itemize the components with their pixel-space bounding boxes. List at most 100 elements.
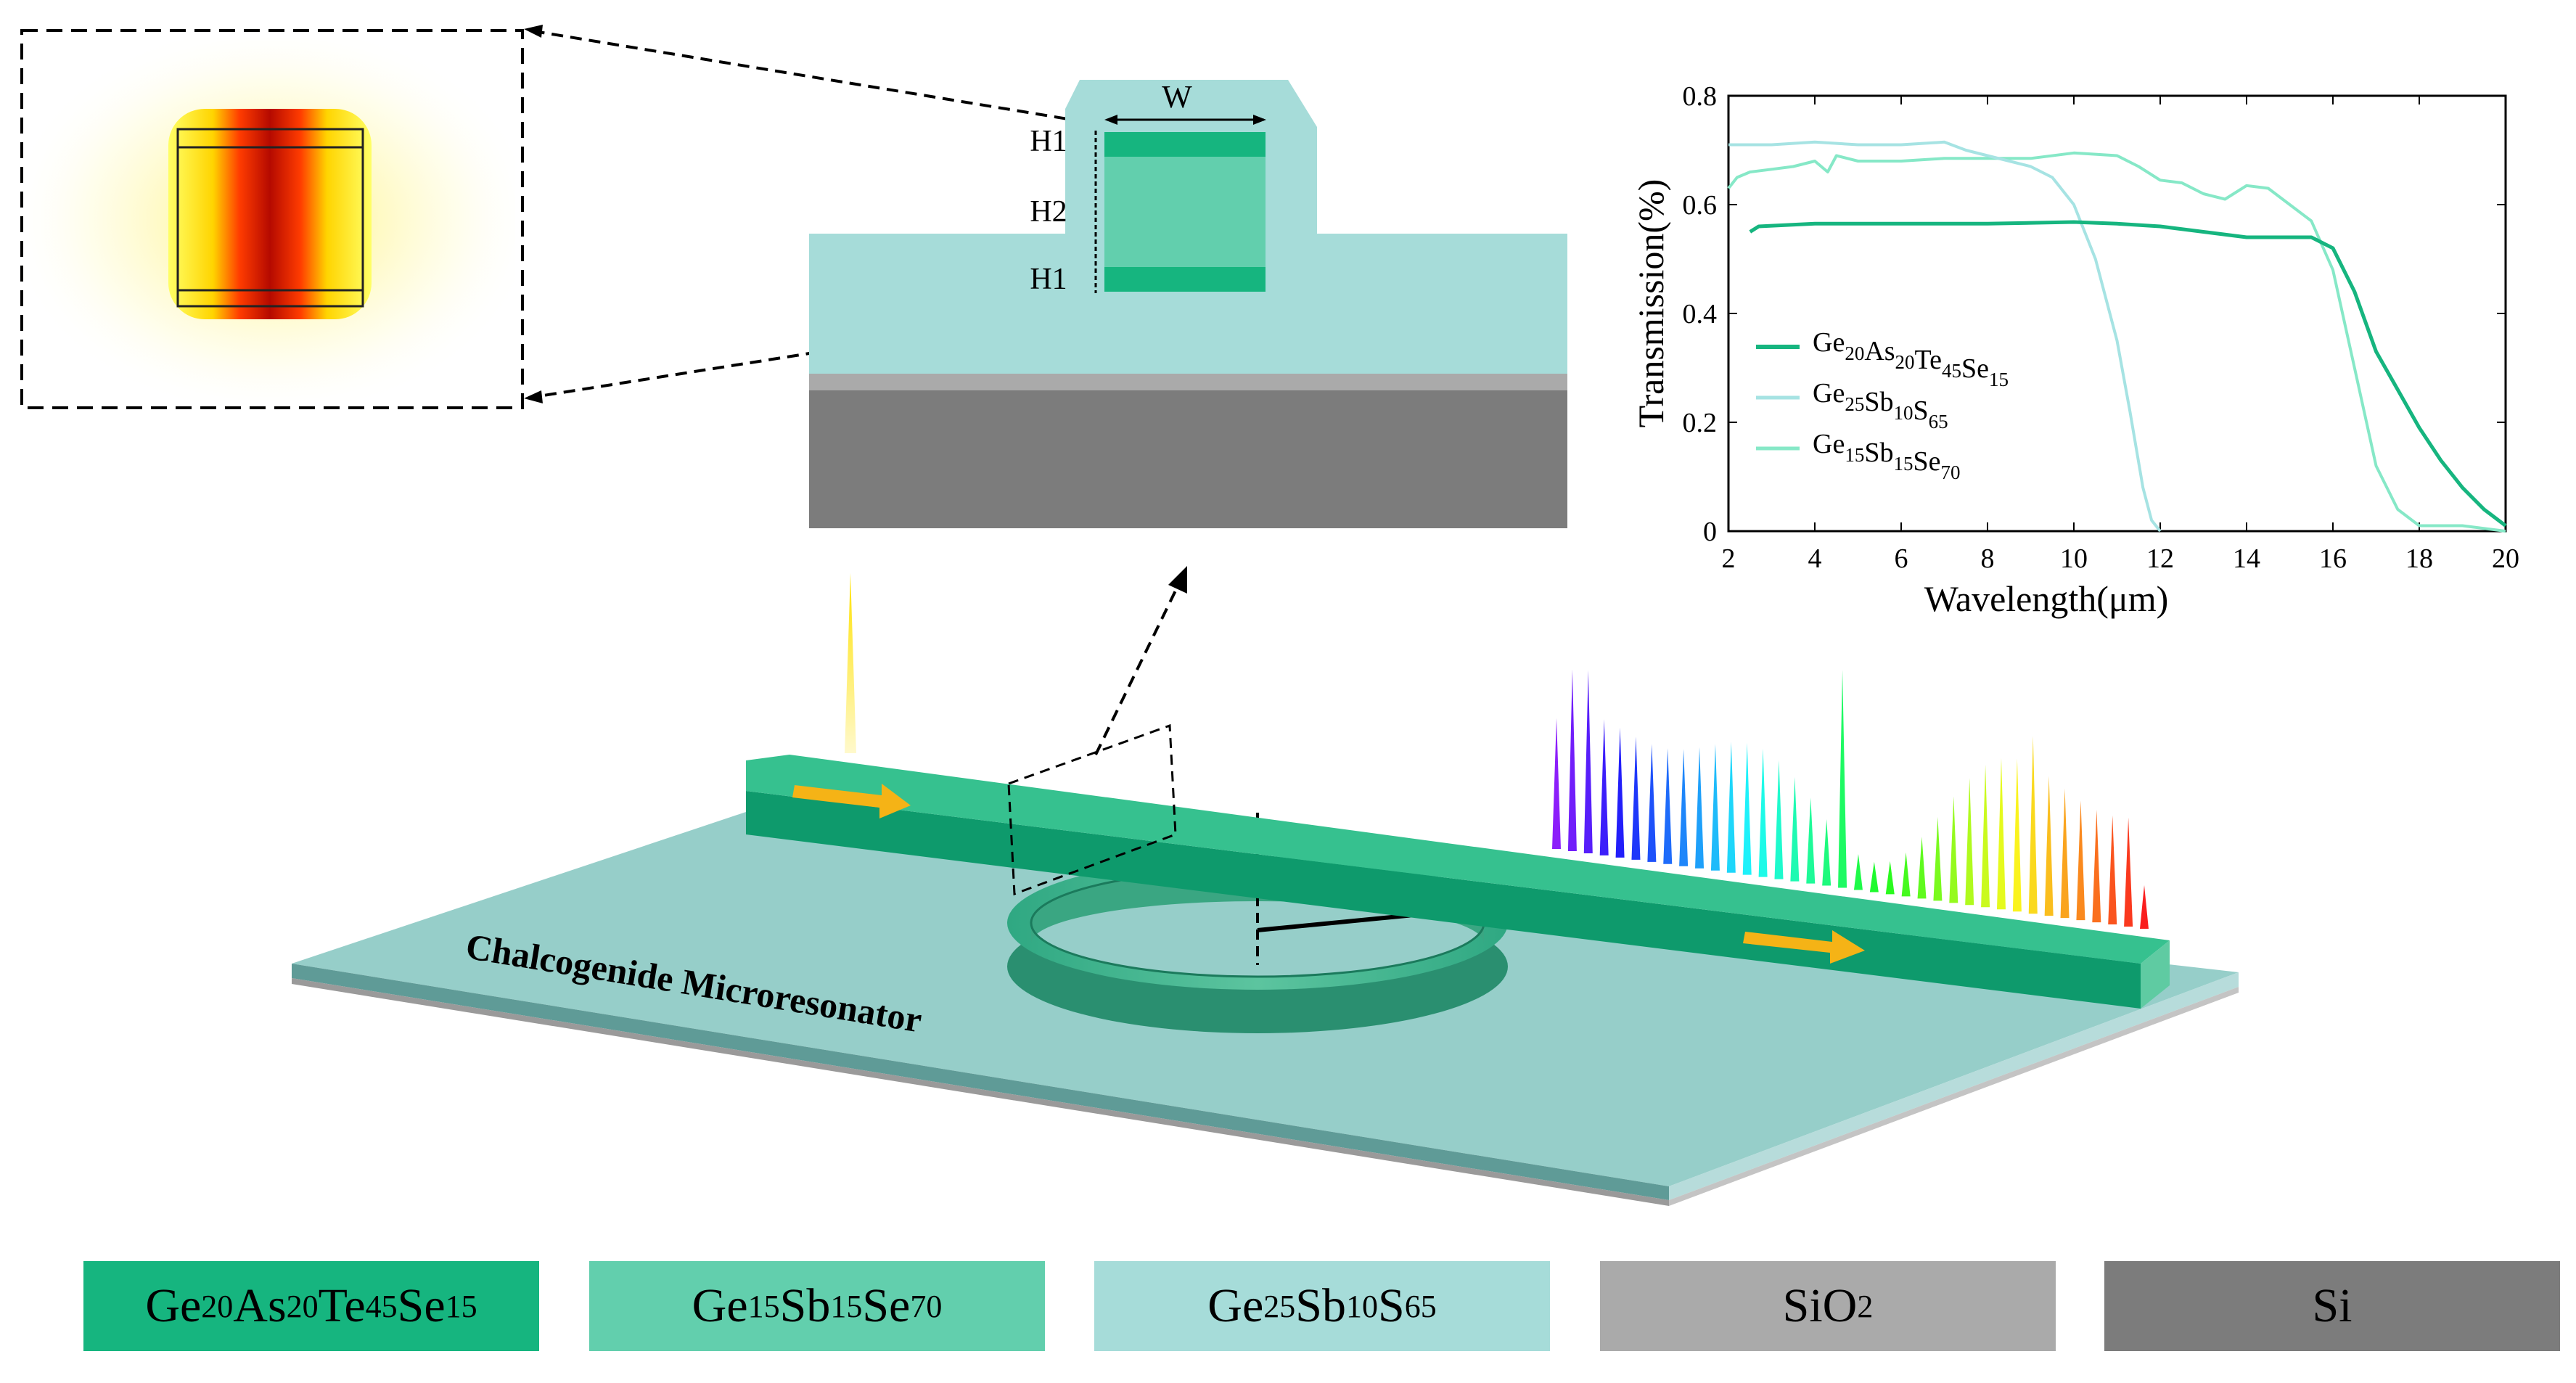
comb-line <box>1599 719 1609 855</box>
comb-line <box>1822 819 1831 886</box>
comb-line <box>2012 758 2022 912</box>
core-h2-ge15 <box>1104 155 1266 268</box>
comb-line <box>1663 748 1673 864</box>
comb-line <box>1647 744 1657 862</box>
y-tick-label: 0 <box>1703 517 1717 547</box>
bus-front <box>746 791 2141 1009</box>
comb-line <box>1631 736 1641 860</box>
comb-line <box>1901 852 1911 897</box>
chart-ylabel: Transmission(%) <box>1630 179 1671 428</box>
sio2-layer <box>809 374 1567 390</box>
bus-waveguide <box>746 755 2170 1009</box>
cut-plane-arrowhead <box>1168 566 1187 594</box>
pointer-line-bottom <box>529 292 1191 399</box>
microresonator-device: Chalcogenide Microresonator R <box>292 566 2239 1206</box>
x-tick-label: 6 <box>1895 543 1908 574</box>
comb-line <box>1996 758 2006 910</box>
comb-line <box>1710 744 1720 871</box>
comb-line <box>1679 749 1689 866</box>
comb-line <box>1981 764 1990 908</box>
mode-core-outline <box>176 128 364 308</box>
comb-line <box>1933 816 1943 901</box>
legend-label-Ge20As20Te45Se15: Ge20As20Te45Se15 <box>1813 327 2009 390</box>
cut-plane-arrow <box>1094 587 1178 755</box>
comb-line <box>1758 748 1768 877</box>
comb-line <box>1949 796 1958 903</box>
x-tick-label: 18 <box>2405 543 2433 574</box>
comb-line <box>1869 861 1879 892</box>
waveguide-cross-section: W H1 H2 H1 <box>809 79 1567 528</box>
series-line-Ge15Sb15Se70 <box>1727 151 2506 533</box>
comb-line <box>2140 885 2149 929</box>
substrate-bottom-sio2-right <box>1669 987 2239 1206</box>
legend-label-Ge15Sb15Se70: Ge15Sb15Se70 <box>1813 429 1960 483</box>
x-tick-label: 10 <box>2060 543 2088 574</box>
comb-line <box>1774 760 1784 879</box>
comb-line <box>1552 718 1561 849</box>
x-tick-label: 8 <box>1981 543 1995 574</box>
pointer-arrowhead-bottom <box>524 390 543 403</box>
comb-line <box>1615 727 1625 858</box>
x-tick-label: 4 <box>1808 543 1822 574</box>
series-line-Ge25Sb10S65 <box>1728 140 2162 533</box>
input-flow-arrow <box>792 784 911 818</box>
comb-line <box>1965 778 1974 906</box>
comb-line <box>2060 788 2070 919</box>
y-tick-label: 0.2 <box>1683 408 1718 438</box>
comb-line <box>1790 776 1800 882</box>
chart-frame <box>1727 94 2507 533</box>
si-substrate <box>809 390 1567 528</box>
comb-line <box>1567 669 1577 851</box>
w-label: W <box>1162 79 1192 115</box>
y-tick-label: 0.6 <box>1683 190 1718 221</box>
comb-line <box>1853 853 1863 890</box>
comb-line <box>1583 670 1593 853</box>
comb-line <box>1806 797 1816 884</box>
y-tick-label: 0.8 <box>1683 81 1718 112</box>
series-line-Ge20As20Te45Se15 <box>1749 220 2507 528</box>
comb-line <box>2044 776 2054 916</box>
w-arrow-right <box>1253 115 1266 125</box>
substrate-bottom-sio2 <box>292 978 1669 1206</box>
comb-line <box>1726 742 1736 873</box>
x-tick-label: 14 <box>2233 543 2260 574</box>
comb-line <box>1885 861 1895 895</box>
output-flow-arrow <box>1743 930 1865 964</box>
legend-si: Si <box>2104 1261 2560 1351</box>
comb-line <box>1838 670 1847 888</box>
pointer-arrowhead-top <box>524 25 543 38</box>
substrate-front-right <box>1669 972 2239 1200</box>
h1-top-label: H1 <box>1030 125 1067 158</box>
bus-top <box>746 755 2170 964</box>
comb-line <box>2124 817 2133 927</box>
pointer-line-top <box>529 29 1104 126</box>
x-tick-label: 2 <box>1722 543 1736 574</box>
w-arrow-left <box>1104 115 1117 125</box>
comb-line <box>2092 810 2101 923</box>
input-pulse <box>845 573 856 753</box>
mode-profile-inset <box>20 29 524 409</box>
comb-line <box>2108 815 2117 925</box>
core-h1-bottom-ge20 <box>1104 267 1266 292</box>
cut-plane <box>1007 723 1177 896</box>
comb-line <box>2028 736 2038 914</box>
h2-label: H2 <box>1030 195 1067 229</box>
bus-end <box>2141 940 2170 1009</box>
substrate-front-left <box>292 964 1669 1200</box>
y-tick-label: 0.4 <box>1683 299 1718 329</box>
legend-label-Ge25Sb10S65: Ge25Sb10S65 <box>1813 378 1948 432</box>
mode-hotspot <box>168 109 372 319</box>
comb-line <box>1742 742 1752 875</box>
h1-bottom-label: H1 <box>1030 263 1067 296</box>
comb-line <box>1695 747 1705 869</box>
x-tick-label: 12 <box>2146 543 2174 574</box>
